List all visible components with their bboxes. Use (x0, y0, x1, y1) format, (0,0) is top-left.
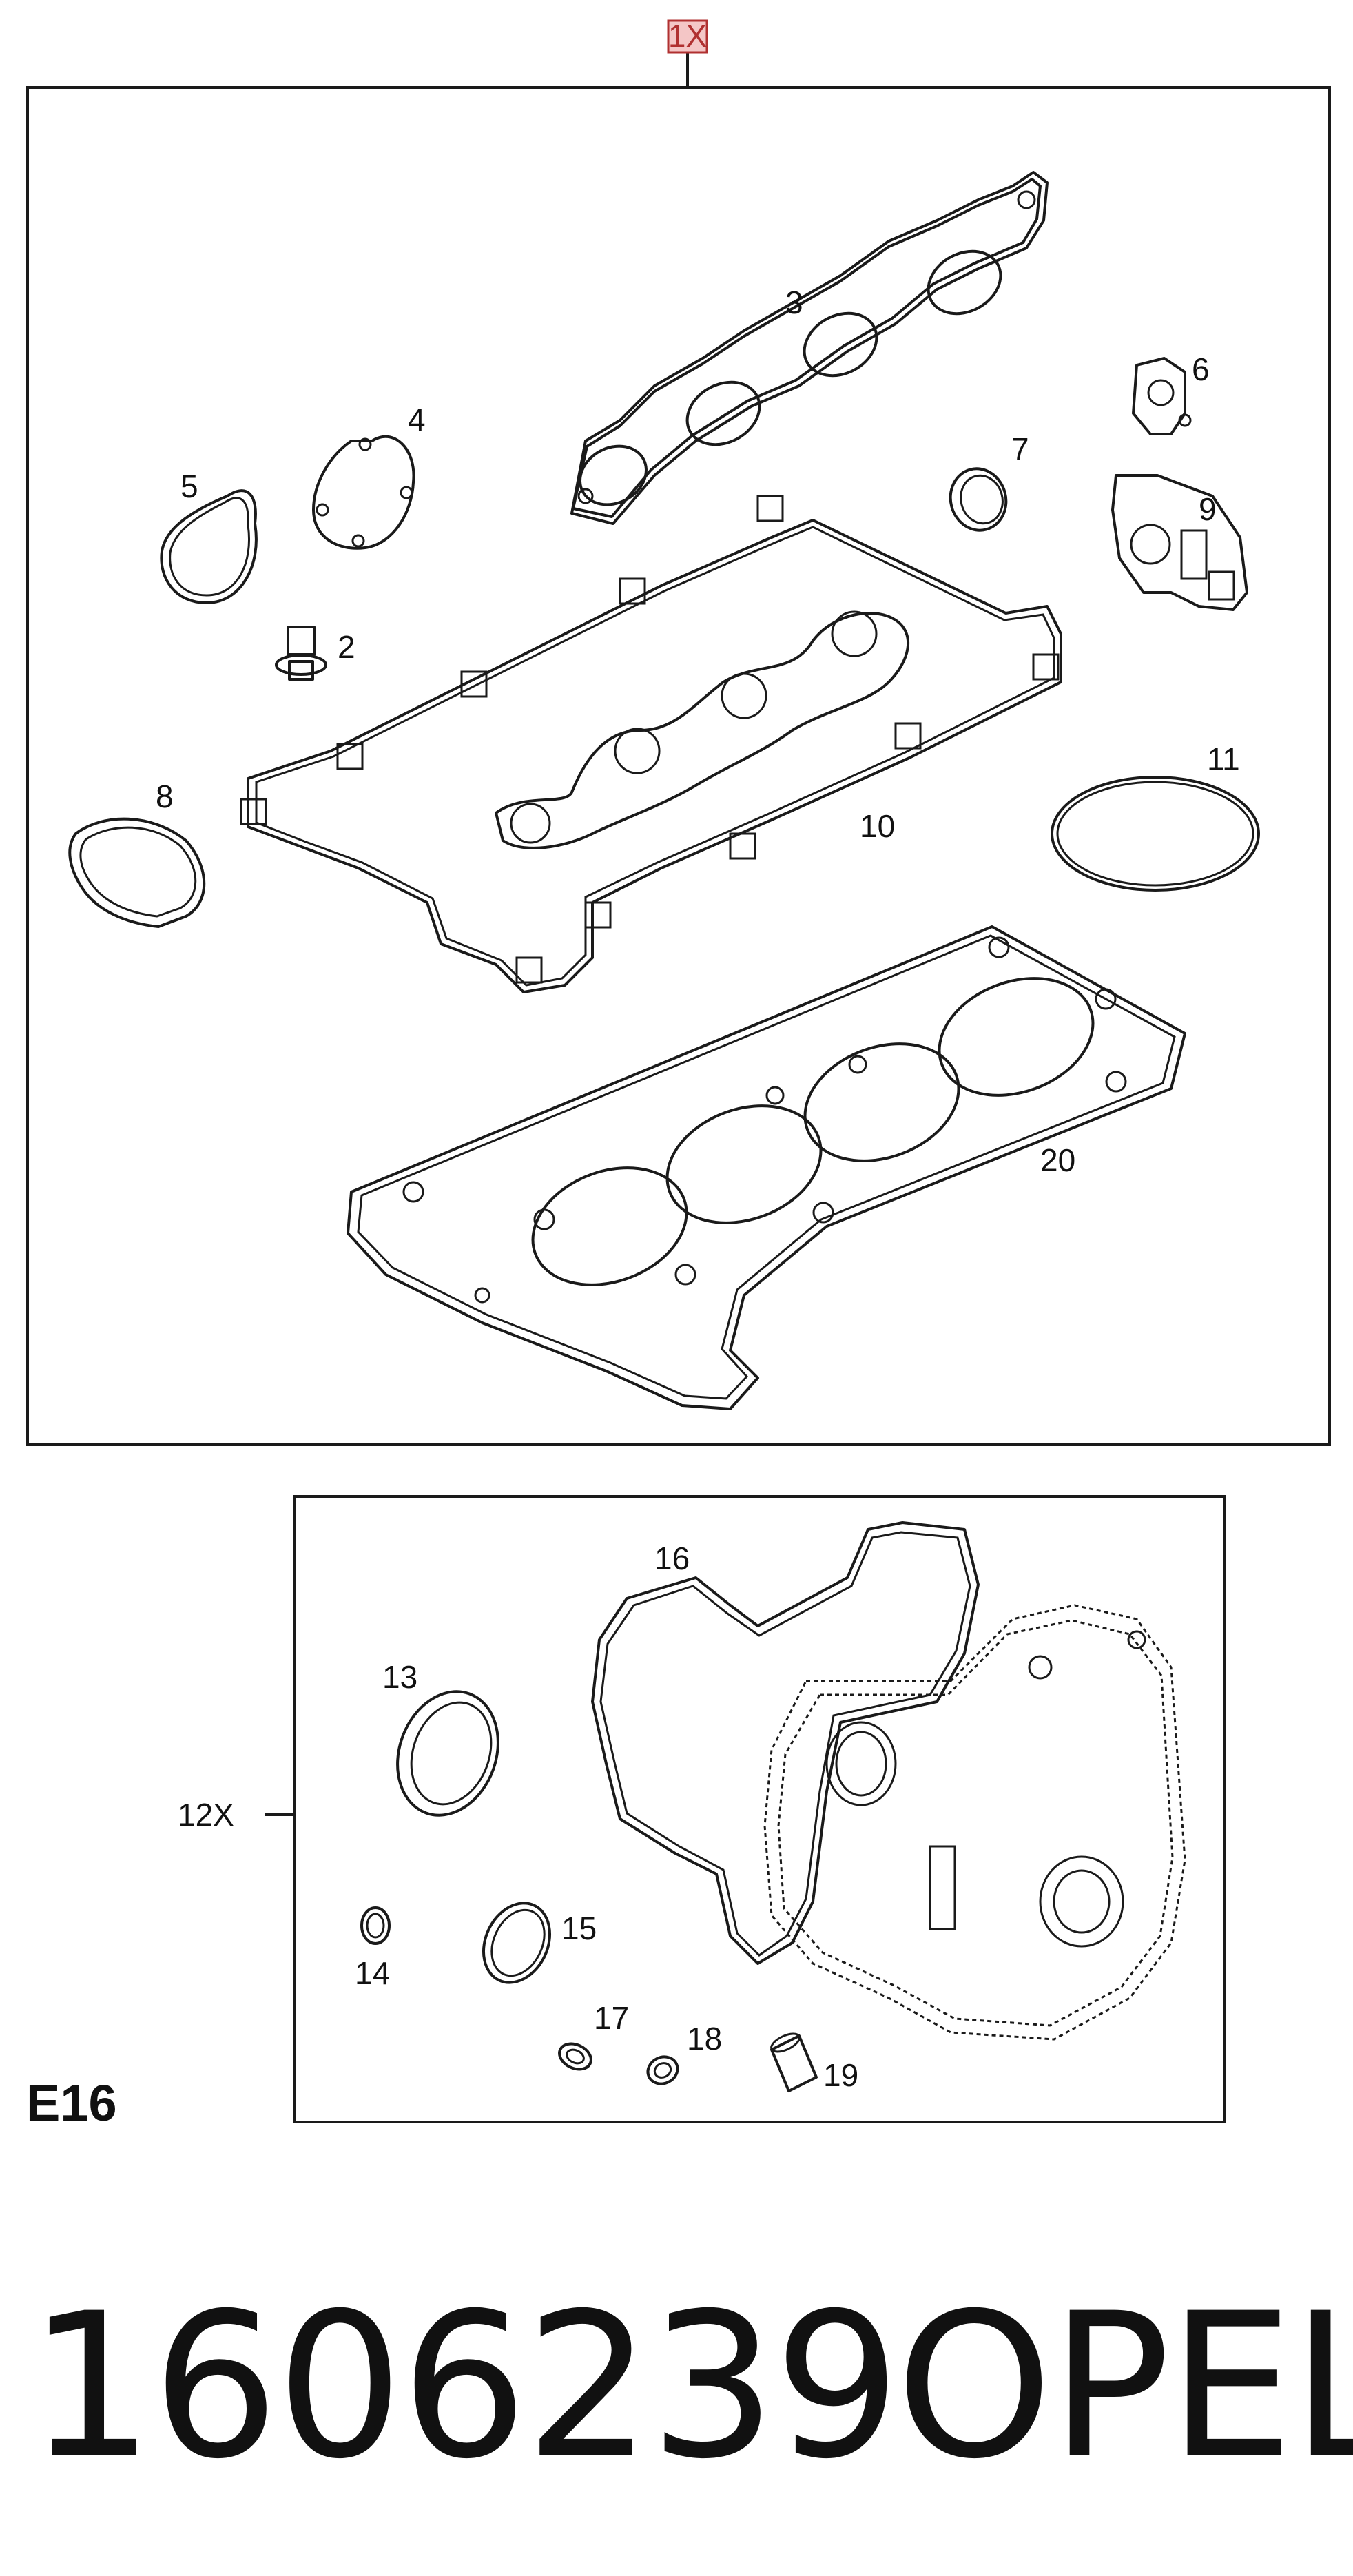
engine-code: E16 (26, 2074, 117, 2132)
part-number: 1606239 (28, 2271, 901, 2503)
timing-cover-part (763, 1604, 1186, 2041)
callout-20: 20 (1040, 1142, 1075, 1178)
o-ring-18-part (646, 2055, 679, 2085)
callout-17: 17 (594, 2000, 629, 2036)
dowel-sleeve-part (770, 2032, 818, 2092)
callout-3: 3 (785, 285, 803, 320)
manifold-gasket-part (570, 171, 1049, 525)
callout-10: 10 (860, 808, 895, 844)
medium-seal-part (482, 1902, 552, 1984)
kit-marker-box (667, 19, 708, 54)
lower-kit-frame (293, 1495, 1226, 2123)
curved-gasket-part (68, 817, 206, 928)
large-o-ring-part (1051, 776, 1260, 892)
sub-kit-marker-label: 12X (178, 1797, 234, 1833)
sleeve-ring-part (949, 467, 1008, 532)
plug-part (275, 626, 327, 681)
crankshaft-seal-part (396, 1690, 499, 1817)
callout-19: 19 (823, 2057, 858, 2093)
seal-ring-part (160, 489, 258, 604)
callout-13: 13 (382, 1659, 417, 1695)
callout-2: 2 (338, 629, 355, 665)
timing-cover-gasket-part (591, 1521, 980, 1965)
callout-14: 14 (355, 1955, 390, 1991)
callout-4: 4 (408, 402, 426, 437)
valve-cover-gasket-part (240, 495, 1062, 993)
bracket-gasket-part (1111, 474, 1248, 611)
callout-9: 9 (1199, 491, 1217, 527)
callout-6: 6 (1192, 351, 1210, 387)
upper-kit-frame (26, 86, 1331, 1446)
o-ring-17-part (558, 2042, 592, 2071)
small-o-ring-part (360, 1906, 391, 1945)
callout-8: 8 (156, 779, 174, 814)
brand-name: OPEL (896, 2271, 1353, 2503)
small-flange-gasket-part (1132, 357, 1192, 435)
callout-18: 18 (687, 2021, 722, 2057)
kit-marker-label: 1X (668, 18, 707, 54)
callout-5: 5 (180, 468, 198, 504)
callout-11: 11 (1207, 741, 1240, 777)
cover-gasket-part (312, 435, 415, 550)
head-gasket-part (347, 925, 1186, 1410)
callout-7: 7 (1011, 431, 1029, 467)
callout-15: 15 (561, 1910, 597, 1946)
callout-16: 16 (654, 1541, 690, 1576)
